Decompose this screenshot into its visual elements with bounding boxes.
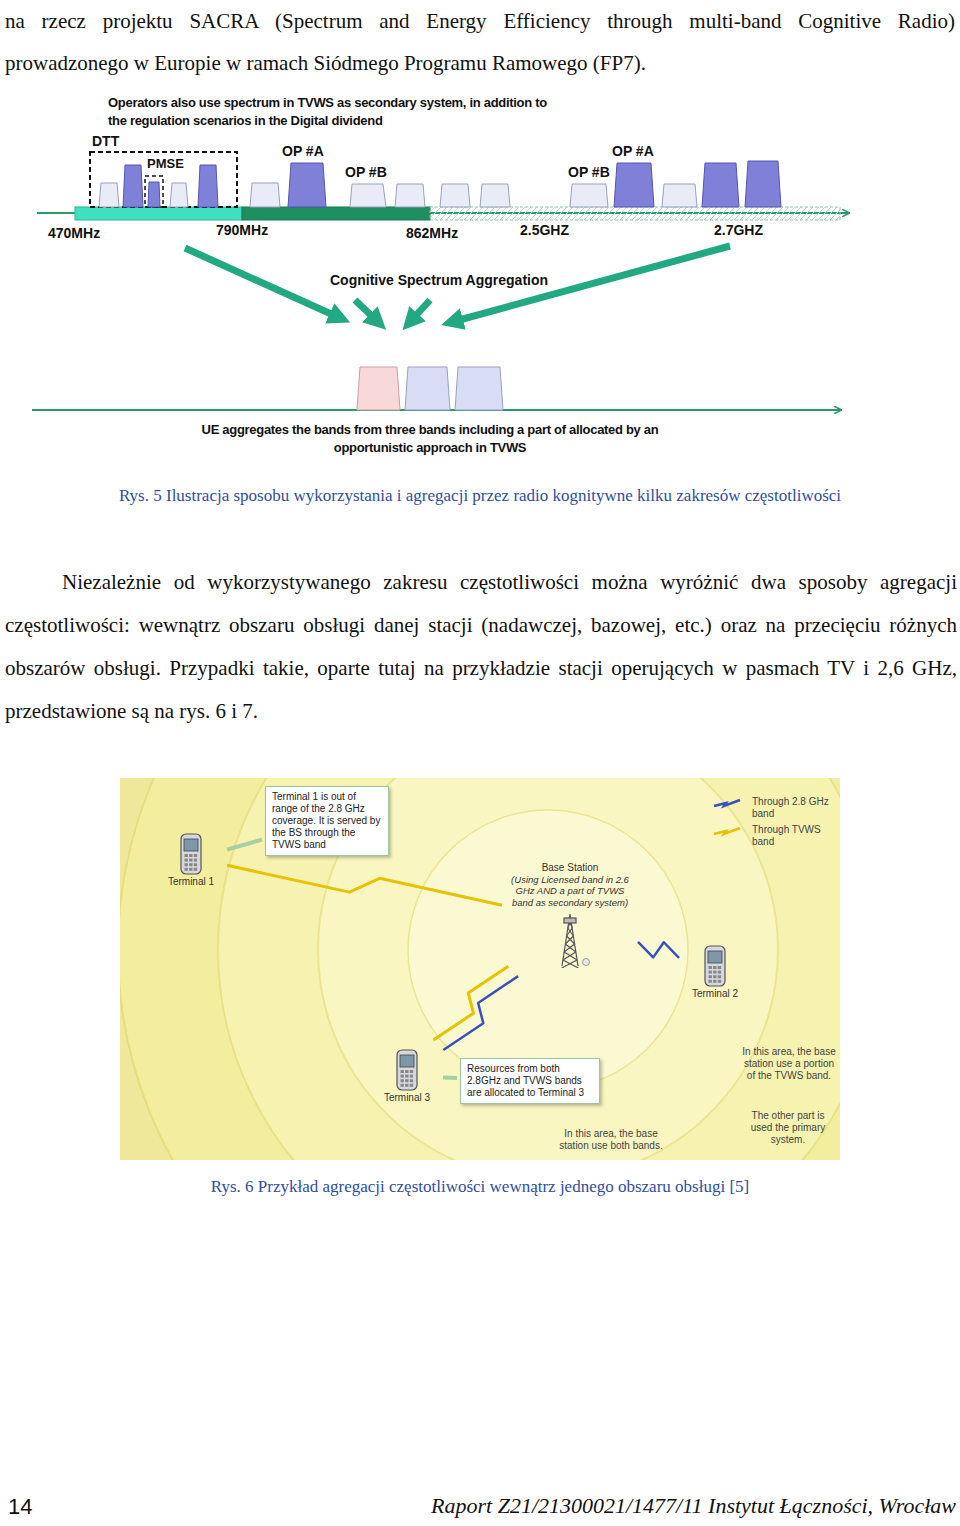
terminal-label: Terminal 1 [158,876,224,888]
figure-caption: Rys. 6 Przykład agregacji częstotliwości… [0,1177,960,1197]
frequency-label: 470MHz [48,225,100,241]
station-note: (Using Licensed band in 2.6 GHz AND a pa… [505,874,635,908]
radio-link [433,966,508,1040]
terminal-label: Terminal 2 [682,988,748,1000]
phone-icon [702,944,728,988]
base-station-node: Base Station(Using Licensed band in 2.6 … [505,862,635,968]
legend-text: Through TVWS band [746,824,838,848]
terminal-node: Terminal 3 [374,1048,440,1104]
diagram-heading: Cognitive Spectrum Aggregation [330,272,548,288]
page-number: 14 [8,1494,32,1519]
operator-label: OP #B [568,164,610,180]
area-note: The other part is used the primary syste… [740,1110,836,1146]
terminal-label: Terminal 3 [374,1092,440,1104]
figure-note: UE aggregates the bands from three bands… [200,421,660,457]
radio-link [443,976,518,1050]
operator-label: OP #A [612,143,654,159]
legend-entry: Through TVWS band [746,824,838,852]
band-label: PMSE [147,157,184,172]
body-text: Niezależnie od wykorzystywanego zakresu … [5,561,957,733]
operator-label: OP #B [345,164,387,180]
area-note: In this area, the base station use a por… [742,1046,836,1082]
frequency-label: 2.7GHZ [714,222,763,238]
frequency-label: 2.5GHZ [520,222,569,238]
callout-pointer [443,1075,457,1080]
station-label: Base Station [505,862,635,874]
phone-icon [394,1048,420,1092]
terminal-node: Terminal 1 [158,832,224,888]
spectrum-diagram [32,152,848,410]
legend: Through 2.8 GHz bandThrough TVWS band [746,796,838,852]
tower-icon [550,910,590,968]
radio-link [227,865,502,905]
callout-pointer [227,840,262,850]
phone-icon [178,832,204,876]
page-footer: Raport Z21/21300021/1477/11 Instytut Łąc… [431,1493,956,1518]
legend-entry: Through 2.8 GHz band [746,796,838,824]
figure-caption: Rys. 5 Ilustracja sposobu wykorzystania … [0,486,960,506]
legend-swatch [712,824,742,838]
legend-swatch [712,796,742,810]
area-note: In this area, the base station use both … [552,1128,670,1152]
radio-link [638,942,679,958]
callout-text: Resources from both 2.8GHz and TVWS band… [467,1063,593,1099]
figure-note: Operators also use spectrum in TVWS as s… [108,94,548,130]
band-label: DTT [92,133,119,149]
callout-box: Resources from both 2.8GHz and TVWS band… [460,1058,600,1104]
operator-label: OP #A [282,143,324,159]
coverage-illustration [120,778,840,1160]
terminal-node: Terminal 2 [682,944,748,1000]
legend-text: Through 2.8 GHz band [746,796,838,820]
frequency-label: 862MHz [406,225,458,241]
callout-text: Terminal 1 is out of range of the 2.8 GH… [272,791,382,851]
frequency-label: 790MHz [216,222,268,238]
callout-box: Terminal 1 is out of range of the 2.8 GH… [265,786,389,856]
body-text: na rzecz projektu SACRA (Spectrum and En… [5,0,955,84]
